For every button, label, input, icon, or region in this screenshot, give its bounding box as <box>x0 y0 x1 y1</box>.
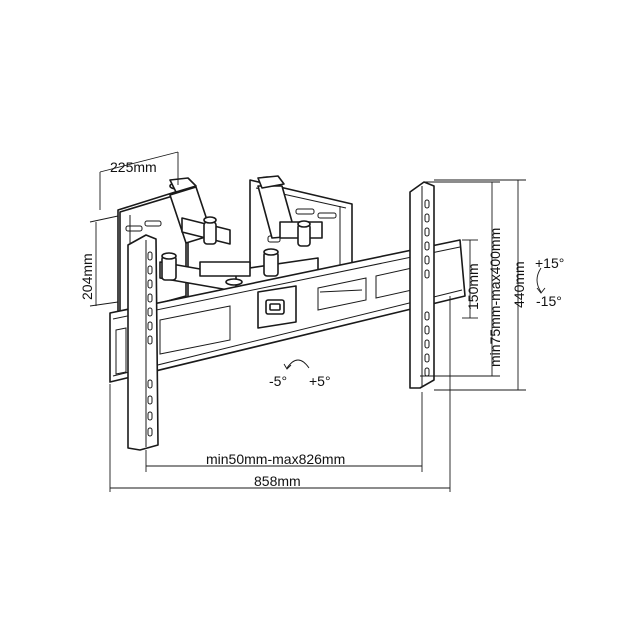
dim-overall-width: 858mm <box>109 296 451 492</box>
tilt-up-label: +15° <box>535 255 564 271</box>
dim-rail-spacing: min50mm-max826mm <box>145 392 423 472</box>
tilt-arrow-icon <box>536 287 546 294</box>
vesa-vertical-label: 150mm <box>465 263 481 310</box>
tilt-arc-icon <box>536 267 542 293</box>
right-rail-slots <box>424 199 430 377</box>
overall-width-label: 858mm <box>254 473 301 489</box>
tilt-indicator: +15° -15° <box>535 255 564 309</box>
rail-height-label: min75mm-max400mm <box>487 228 503 367</box>
swivel-right-label: +5° <box>309 373 331 389</box>
left-vertical-rail <box>127 234 159 451</box>
dim-overall-height: 440mm <box>434 179 527 391</box>
arm-depth-label: 225mm <box>110 159 157 175</box>
swivel-indicator: -5° +5° <box>269 359 331 389</box>
left-arm <box>159 177 241 293</box>
right-vertical-rail <box>409 181 435 389</box>
swivel-left-label: -5° <box>269 373 287 389</box>
horizontal-crossbar <box>109 239 466 383</box>
dim-vesa-vertical: 150mm <box>462 239 481 319</box>
overall-height-label: 440mm <box>511 261 527 308</box>
rail-spacing-label: min50mm-max826mm <box>206 451 345 467</box>
dim-rail-height: min75mm-max400mm <box>420 181 503 377</box>
dim-plate-height: 204mm <box>79 215 119 307</box>
plate-height-label: 204mm <box>79 253 95 300</box>
left-rail-slots <box>147 251 153 437</box>
tilt-down-label: -15° <box>536 293 562 309</box>
dim-arm-depth: 225mm <box>99 151 179 210</box>
swivel-arrow-icon <box>283 363 292 370</box>
swivel-arc-icon <box>286 359 310 369</box>
right-arm <box>199 175 323 289</box>
